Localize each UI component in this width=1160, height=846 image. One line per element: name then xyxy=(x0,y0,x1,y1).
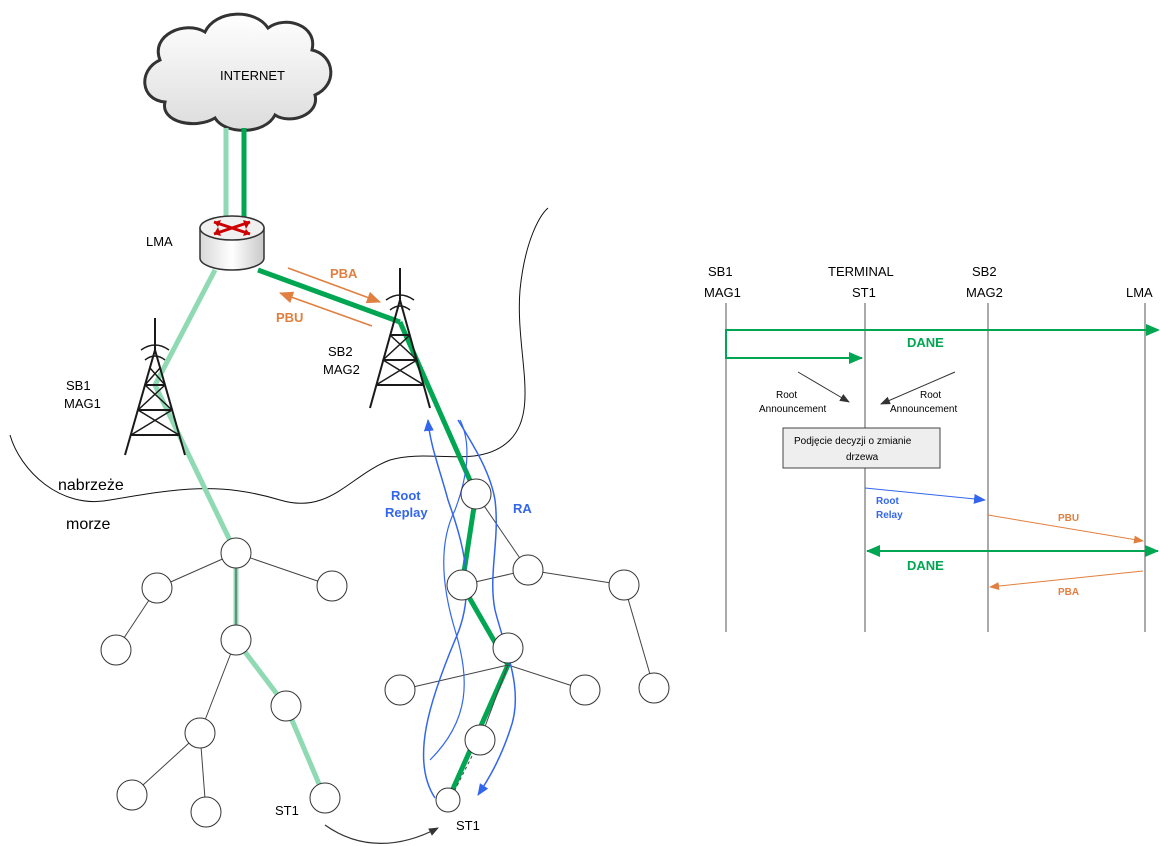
sb2-label-line2: MAG2 xyxy=(323,362,360,377)
participant-sb1-sub: MAG1 xyxy=(704,285,741,300)
root-ann-left-line2: Announcement xyxy=(759,404,826,415)
pbu-label: PBU xyxy=(276,310,303,325)
old-tree-nodes xyxy=(100,537,348,828)
tree-node xyxy=(384,674,416,706)
pba-label: PBA xyxy=(330,266,358,281)
sb2-tower-icon xyxy=(369,268,431,409)
participant-sb2-sub: MAG2 xyxy=(966,285,1003,300)
decision-box xyxy=(782,427,941,469)
root-replay-label-line2: Replay xyxy=(385,505,428,520)
lma-label: LMA xyxy=(146,234,173,249)
st1-new-label: ST1 xyxy=(456,818,480,833)
st1-old-node xyxy=(309,782,341,814)
participant-terminal-name: TERMINAL xyxy=(828,264,894,279)
old-route-path xyxy=(152,268,328,799)
root-announcement-left-arrow xyxy=(797,371,850,403)
ra-arrow xyxy=(457,419,517,796)
root-relay-line2: Relay xyxy=(876,510,903,521)
root-replay-label-line1: Root xyxy=(391,488,421,503)
tree-node xyxy=(512,554,544,586)
sb1-label-line1: SB1 xyxy=(66,378,91,393)
tree-node xyxy=(569,674,601,706)
tree-node xyxy=(446,569,478,601)
dane-top-arrowhead xyxy=(1146,324,1160,336)
tree-node xyxy=(608,569,640,601)
tree-node xyxy=(220,537,252,569)
root-ann-left-line1: Root xyxy=(776,390,797,401)
participant-terminal-sub: ST1 xyxy=(852,285,876,300)
sb1-label-line2: MAG1 xyxy=(64,396,101,411)
internet-cloud-icon: INTERNET xyxy=(143,12,333,132)
decision-box-line2: drzewa xyxy=(846,452,879,463)
tree-node xyxy=(100,634,132,666)
root-replay-contour xyxy=(429,419,468,761)
tree-node xyxy=(638,672,670,704)
root-ann-right-line1: Root xyxy=(920,390,941,401)
new-tree-edges xyxy=(399,493,655,801)
root-relay-line1: Root xyxy=(876,496,899,507)
dane-bottom-label: DANE xyxy=(907,558,944,573)
lma-sb2-data-link xyxy=(257,267,401,325)
sb1-tower-icon xyxy=(124,318,186,456)
pba-topology-arrow xyxy=(287,267,381,304)
tree-node xyxy=(141,572,173,604)
tree-node xyxy=(492,632,524,664)
st1-old-label: ST1 xyxy=(275,803,299,818)
tree-node xyxy=(184,717,216,749)
tree-node xyxy=(220,624,252,656)
root-relay-arrow xyxy=(864,487,986,504)
root-announcement-right-arrow xyxy=(880,371,956,405)
shore-label: nabrzeże xyxy=(58,477,124,494)
tree-node xyxy=(270,690,302,722)
tree-node xyxy=(316,570,348,602)
st1-new-node xyxy=(435,787,461,813)
decision-box-line1: Podjęcie decyzji o zmianie xyxy=(794,436,912,447)
participant-sb1-name: SB1 xyxy=(708,264,733,279)
ra-label: RA xyxy=(513,501,532,516)
dane-top-label: DANE xyxy=(907,335,944,350)
seq-pba-arrow xyxy=(989,570,1144,591)
seq-pba-label: PBA xyxy=(1058,587,1079,598)
seq-pbu-arrow xyxy=(987,514,1144,544)
coastline-line xyxy=(9,207,549,504)
sb2-label-line1: SB2 xyxy=(328,344,353,359)
pbu-topology-arrow xyxy=(279,291,373,327)
tree-node xyxy=(116,779,148,811)
sea-label: morze xyxy=(66,516,111,533)
tree-node xyxy=(464,724,496,756)
lma-router-icon xyxy=(199,215,265,271)
root-ann-right-line2: Announcement xyxy=(890,404,957,415)
tree-node xyxy=(460,478,492,510)
participant-lma-name: LMA xyxy=(1126,285,1153,300)
handover-arrow xyxy=(324,824,439,844)
participant-sb2-name: SB2 xyxy=(972,264,997,279)
internet-label: INTERNET xyxy=(220,68,285,83)
tree-node xyxy=(190,796,222,828)
dane-top-arrow xyxy=(725,329,1158,364)
seq-pbu-label: PBU xyxy=(1058,513,1079,524)
new-tree-nodes xyxy=(384,478,670,813)
